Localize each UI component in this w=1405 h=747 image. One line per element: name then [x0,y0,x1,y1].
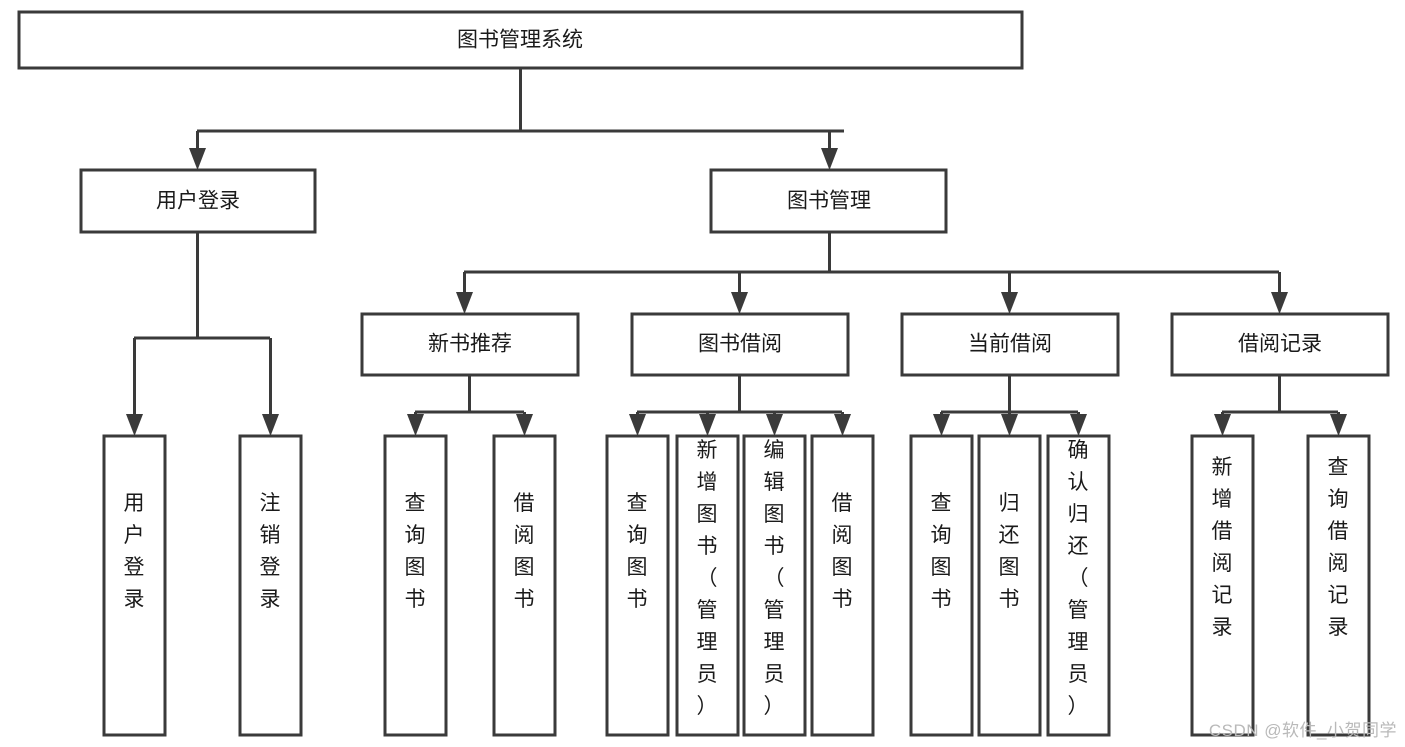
node-leaf-query-record-box[interactable] [1306,434,1371,737]
node-user-login-box[interactable] [79,168,317,234]
node-leaf-user-logout-label: 注销登录 [260,492,281,611]
node-book-manage-label: 图书管理 [787,190,871,213]
node-leaf-add-record-label: 新增借阅记录 [1212,456,1233,639]
arrow-root-to-user-login [189,148,206,170]
arrow-borrow-leaf-1 [629,414,646,436]
node-leaf-query-book-2-label: 查询图书 [627,492,648,611]
arrow-root-to-book-manage [821,148,838,170]
node-leaf-confirm-return-box[interactable] [1046,434,1111,737]
node-root[interactable]: 图书管理系统 [17,10,1024,70]
node-leaf-borrow-book-1[interactable]: 借阅图书 [492,434,557,737]
node-leaf-edit-book-box[interactable] [742,434,807,737]
node-borrow-record-box[interactable] [1170,312,1390,377]
node-leaf-borrow-book-2[interactable]: 借阅图书 [810,434,875,737]
node-leaf-user-logout-box[interactable] [238,434,303,737]
node-book-borrow[interactable]: 图书借阅 [630,312,850,377]
node-leaf-add-book-box[interactable] [675,434,740,737]
connector-layer [126,68,1347,436]
node-leaf-query-book-3-box[interactable] [909,434,974,737]
arrow-userlogin-leaf-2 [262,414,279,436]
arrow-current-leaf-3 [1070,414,1087,436]
node-root-label: 图书管理系统 [457,29,583,52]
arrow-bookmanage-to-current [1001,292,1018,314]
arrow-recommend-leaf-1 [407,414,424,436]
node-leaf-add-book[interactable]: 新增图书（管理员） [675,434,740,737]
node-leaf-add-record-box[interactable] [1190,434,1255,737]
node-borrow-record[interactable]: 借阅记录 [1170,312,1390,377]
node-book-borrow-box[interactable] [630,312,850,377]
node-leaf-query-book-1[interactable]: 查询图书 [383,434,448,737]
node-current-borrow-box[interactable] [900,312,1120,377]
node-leaf-add-record[interactable]: 新增借阅记录 [1190,434,1255,737]
node-leaf-edit-book-label: 编辑图书（管理员） [764,439,785,718]
node-leaf-query-book-1-label: 查询图书 [405,492,426,611]
arrow-borrow-leaf-2 [699,414,716,436]
node-new-book-recommend-label: 新书推荐 [428,333,512,356]
node-leaf-user-login-box[interactable] [102,434,167,737]
node-leaf-borrow-book-2-label: 借阅图书 [832,492,853,611]
node-leaf-return-book-box[interactable] [977,434,1042,737]
node-leaf-query-book-3-label: 查询图书 [931,492,952,611]
node-leaf-borrow-book-2-box[interactable] [810,434,875,737]
node-current-borrow[interactable]: 当前借阅 [900,312,1120,377]
node-leaf-query-book-2[interactable]: 查询图书 [605,434,670,737]
node-root-box[interactable] [17,10,1024,70]
node-leaf-user-login[interactable]: 用户登录 [102,434,167,737]
node-book-manage[interactable]: 图书管理 [709,168,948,234]
node-leaf-borrow-book-1-label: 借阅图书 [514,492,535,611]
node-leaf-query-record-label: 查询借阅记录 [1328,456,1349,639]
node-leaf-confirm-return[interactable]: 确认归还（管理员） [1046,434,1111,737]
node-leaf-edit-book[interactable]: 编辑图书（管理员） [742,434,807,737]
arrow-record-leaf-2 [1330,414,1347,436]
node-leaf-user-logout[interactable]: 注销登录 [238,434,303,737]
watermark-text: CSDN @软件_小贺同学 [1208,721,1397,740]
arrow-bookmanage-to-record [1271,292,1288,314]
node-leaf-query-book-2-box[interactable] [605,434,670,737]
node-new-book-recommend[interactable]: 新书推荐 [360,312,580,377]
node-user-login[interactable]: 用户登录 [79,168,317,234]
node-book-borrow-label: 图书借阅 [698,333,782,356]
arrow-borrow-leaf-3 [766,414,783,436]
node-leaf-query-record[interactable]: 查询借阅记录 [1306,434,1371,737]
node-leaf-borrow-book-1-box[interactable] [492,434,557,737]
arrow-borrow-leaf-4 [834,414,851,436]
node-leaf-query-book-3[interactable]: 查询图书 [909,434,974,737]
arrow-bookmanage-to-borrow [731,292,748,314]
node-leaf-return-book-label: 归还图书 [999,492,1020,611]
node-leaf-query-book-1-box[interactable] [383,434,448,737]
arrow-recommend-leaf-2 [516,414,533,436]
node-leaf-confirm-return-label: 确认归还（管理员） [1068,439,1089,718]
node-new-book-recommend-box[interactable] [360,312,580,377]
node-borrow-record-label: 借阅记录 [1238,333,1322,356]
arrow-bookmanage-to-recommend [456,292,473,314]
arrow-userlogin-leaf-1 [126,414,143,436]
node-book-manage-box[interactable] [709,168,948,234]
node-current-borrow-label: 当前借阅 [968,333,1052,356]
node-leaf-user-login-label: 用户登录 [124,492,145,611]
arrow-record-leaf-1 [1214,414,1231,436]
node-leaf-add-book-label: 新增图书（管理员） [697,439,718,718]
arrow-current-leaf-1 [933,414,950,436]
arrow-current-leaf-2 [1001,414,1018,436]
node-user-login-label: 用户登录 [156,190,240,213]
node-leaf-return-book[interactable]: 归还图书 [977,434,1042,737]
